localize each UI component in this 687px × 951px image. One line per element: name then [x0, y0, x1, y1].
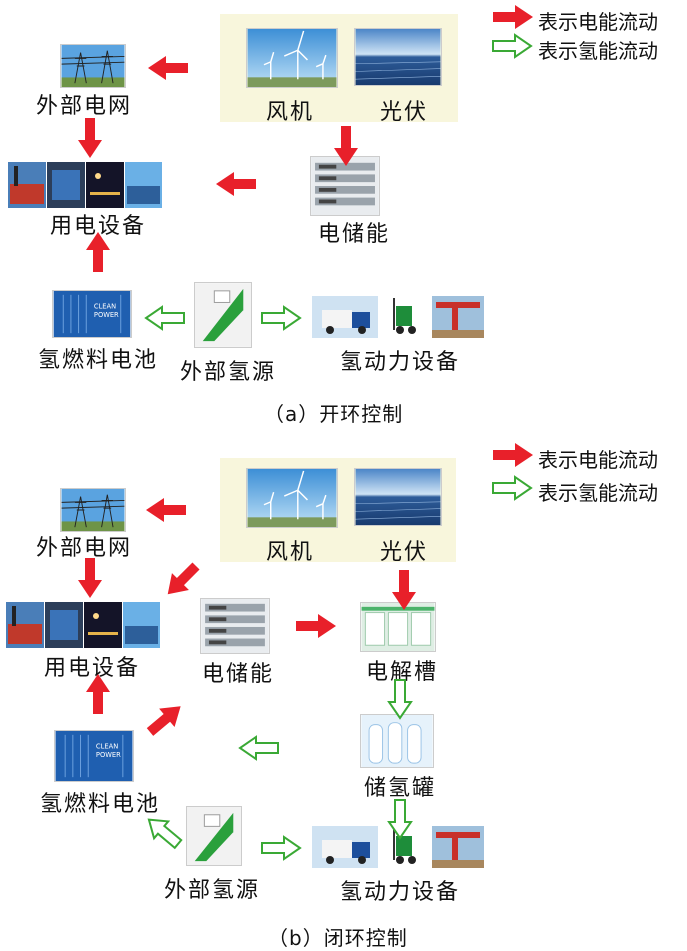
battery-storage-image: [200, 598, 270, 654]
arrow-panel-to-grid: [148, 56, 188, 80]
electrolyzer-image: [360, 602, 436, 652]
arrow-electrolyzer-to-tank: [388, 679, 412, 719]
power-grid-image: [60, 488, 126, 532]
svg-text:CLEAN: CLEAN: [96, 742, 118, 750]
legend-hydrogen: 表示氢能流动: [538, 35, 658, 64]
load-label: 用电设备: [44, 656, 141, 681]
hydrogen-equipment-label: 氢动力设备: [340, 880, 461, 905]
arrow-grid-to-load: [78, 558, 102, 598]
legend-electric: 表示电能流动: [538, 444, 658, 473]
arrow-tank-to-equipment: [388, 799, 412, 839]
legend-hydrogen-text: 表示氢能流动: [538, 481, 658, 505]
arrow-fuelcell-to-load: [86, 674, 110, 714]
hydrogen-equipment-images: [312, 826, 484, 868]
legend-hydrogen: 表示氢能流动: [538, 477, 658, 506]
hydrogen-source-image: [194, 282, 252, 348]
hydrogen-source-label: 外部氢源: [164, 878, 261, 903]
wind-label: 风机: [266, 100, 315, 125]
svg-text:CLEAN: CLEAN: [94, 302, 116, 310]
fuel-cell-image: CLEAN POWER: [52, 290, 132, 338]
arrow-fuelcell-to-load: [86, 232, 110, 272]
arrow-h2source-to-fuelcell: [140, 810, 187, 854]
svg-text:POWER: POWER: [94, 311, 119, 319]
legend-hydrogen-arrow: [492, 476, 532, 500]
arrow-storage-to-electrolyzer: [296, 614, 336, 638]
solar-label: 光伏: [380, 100, 429, 125]
fuel-cell-label: 氢燃料电池: [40, 792, 161, 817]
wind-label: 风机: [266, 540, 315, 565]
solar-label: 光伏: [380, 540, 429, 565]
storage-label: 电储能: [318, 222, 391, 247]
storage-label: 电储能: [202, 662, 275, 687]
battery-storage-image: [310, 156, 380, 216]
arrow-grid-to-load: [78, 118, 102, 158]
hydrogen-equipment-images: [312, 296, 484, 338]
caption-a: （a）开环控制: [264, 402, 404, 426]
arrow-panel-to-electrolyzer: [392, 570, 416, 610]
load-images: [8, 162, 162, 208]
hydrogen-equipment-label: 氢动力设备: [340, 350, 461, 375]
arrow-h2source-to-fuelcell: [145, 306, 185, 330]
caption-b: （b）闭环控制: [268, 926, 408, 950]
arrow-fuelcell-to-storage: [142, 697, 189, 742]
legend-electric: 表示电能流动: [538, 6, 658, 35]
wind-turbine-image: [246, 28, 338, 88]
fuel-cell-image: CLEAN POWER: [54, 730, 134, 782]
svg-text:POWER: POWER: [96, 751, 121, 759]
arrow-panel-to-grid: [146, 498, 186, 522]
power-grid-image: [60, 44, 126, 88]
grid-label: 外部电网: [36, 94, 133, 119]
arrow-panel-to-load: [159, 557, 205, 603]
arrow-h2source-to-equipment: [261, 306, 301, 330]
legend-electric-arrow: [493, 443, 533, 467]
fuel-cell-label: 氢燃料电池: [38, 348, 159, 373]
hydrogen-source-label: 外部氢源: [180, 360, 277, 385]
grid-label: 外部电网: [36, 536, 133, 561]
arrow-panel-to-storage: [334, 126, 358, 166]
load-images: [6, 602, 160, 648]
legend-electric-text: 表示电能流动: [538, 10, 658, 34]
hydrogen-source-image: [186, 806, 242, 866]
legend-electric-arrow: [493, 5, 533, 29]
legend-electric-text: 表示电能流动: [538, 448, 658, 472]
wind-turbine-image: [246, 468, 338, 528]
legend-hydrogen-text: 表示氢能流动: [538, 39, 658, 63]
arrow-storage-to-load: [216, 172, 256, 196]
solar-panel-image: [354, 28, 442, 86]
hydrogen-tank-image: [360, 714, 434, 768]
arrow-tank-to-fuelcell: [239, 736, 279, 760]
hydrogen-tank-label: 储氢罐: [364, 776, 437, 801]
legend-hydrogen-arrow: [492, 34, 532, 58]
solar-panel-image: [354, 468, 442, 526]
arrow-h2source-to-equipment: [261, 836, 301, 860]
